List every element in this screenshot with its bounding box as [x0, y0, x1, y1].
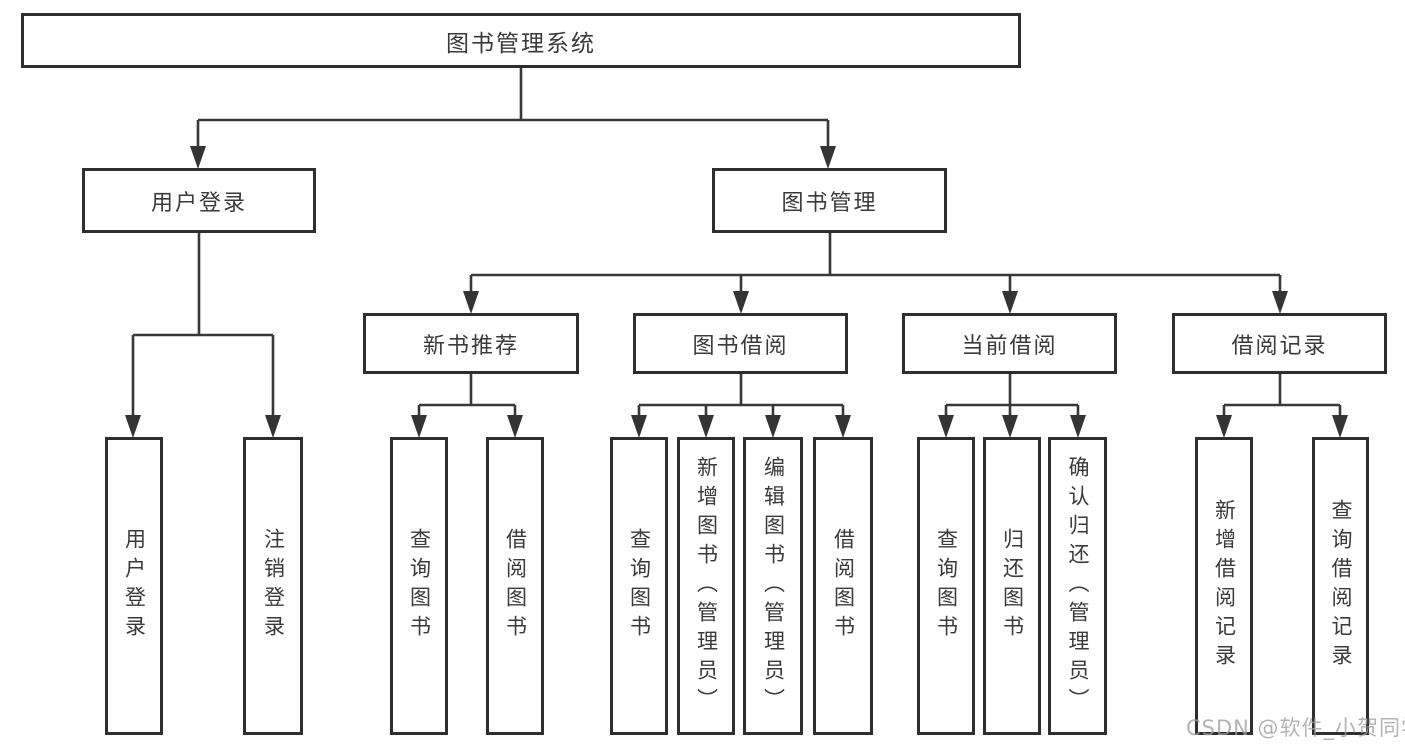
- leaf-logout-label: 注销登录: [261, 528, 286, 644]
- node-library-management-system: 图书管理系统: [21, 13, 1021, 68]
- leaf-add-books-admin-label: 新增图书（管理员）: [694, 455, 719, 717]
- leaf-query-books-borrowing: 查询图书: [610, 437, 668, 735]
- leaf-borrow-books-borrowing-label: 借阅图书: [831, 528, 856, 644]
- leaf-borrow-books-recommend: 借阅图书: [486, 437, 544, 735]
- leaf-query-books-current-label: 查询图书: [934, 528, 959, 644]
- node-book-borrowing: 图书借阅: [633, 313, 848, 374]
- leaf-query-books-borrowing-label: 查询图书: [627, 528, 652, 644]
- connector-borrowing-records: [1216, 374, 1348, 438]
- leaf-query-books-recommend: 查询图书: [390, 437, 448, 735]
- leaf-query-borrow-record-label: 查询借阅记录: [1329, 499, 1353, 673]
- connector-root: [190, 68, 836, 169]
- node-current-borrowing-label: 当前借阅: [961, 333, 1058, 359]
- connector-new-book-recommendation: [411, 374, 523, 438]
- connector-book-borrowing: [631, 374, 851, 438]
- leaf-return-books-label: 归还图书: [1000, 528, 1025, 644]
- leaf-add-borrow-record-label: 新增借阅记录: [1212, 499, 1237, 673]
- node-book-management-label: 图书管理: [781, 190, 878, 216]
- leaf-query-books-recommend-label: 查询图书: [407, 528, 432, 644]
- leaf-confirm-return-admin-label: 确认归还（管理员）: [1066, 455, 1090, 717]
- leaf-add-borrow-record: 新增借阅记录: [1195, 437, 1253, 735]
- node-library-management-system-label: 图书管理系统: [446, 30, 596, 57]
- connector-current-borrowing: [938, 374, 1086, 438]
- leaf-query-books-current: 查询图书: [917, 437, 975, 735]
- node-borrowing-records-label: 借阅记录: [1231, 333, 1328, 359]
- node-book-management: 图书管理: [712, 168, 947, 233]
- leaf-edit-books-admin: 编辑图书（管理员）: [743, 437, 803, 735]
- node-borrowing-records: 借阅记录: [1172, 313, 1387, 374]
- connector-book-management: [463, 232, 1288, 314]
- leaf-logout: 注销登录: [243, 437, 303, 735]
- node-current-borrowing: 当前借阅: [902, 313, 1117, 374]
- leaf-add-books-admin: 新增图书（管理员）: [677, 437, 735, 735]
- node-new-book-recommendation-label: 新书推荐: [422, 333, 519, 359]
- leaf-borrow-books-borrowing: 借阅图书: [813, 437, 873, 735]
- leaf-edit-books-admin-label: 编辑图书（管理员）: [761, 455, 786, 717]
- leaf-confirm-return-admin: 确认归还（管理员）: [1048, 437, 1107, 735]
- connector-user-login: [125, 233, 281, 438]
- leaf-query-borrow-record: 查询借阅记录: [1312, 437, 1369, 735]
- leaf-user-login: 用户登录: [105, 437, 163, 735]
- node-user-login: 用户登录: [82, 168, 316, 233]
- node-new-book-recommendation: 新书推荐: [363, 313, 579, 374]
- leaf-user-login-label: 用户登录: [122, 528, 147, 644]
- node-book-borrowing-label: 图书借阅: [692, 333, 789, 359]
- leaf-return-books: 归还图书: [983, 437, 1041, 735]
- node-user-login-label: 用户登录: [150, 190, 247, 216]
- leaf-borrow-books-recommend-label: 借阅图书: [503, 528, 528, 644]
- csdn-watermark: CSDN @软件_小贺同学: [1186, 716, 1405, 740]
